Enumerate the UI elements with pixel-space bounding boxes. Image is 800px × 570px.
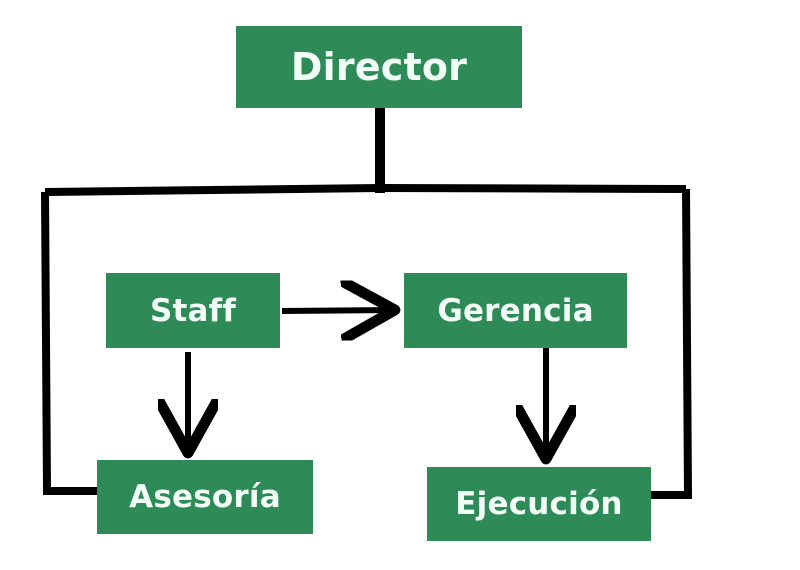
connector-right-to-ejecucion	[651, 188, 693, 499]
connector-left-to-asesoria	[41, 191, 97, 495]
node-asesoria: Asesoría	[97, 460, 313, 534]
node-staff: Staff	[106, 273, 280, 348]
arrow-staff-to-gerencia	[281, 310, 392, 311]
node-gerencia: Gerencia	[404, 273, 627, 348]
connector-top-bar	[44, 184, 687, 196]
node-ejecucion: Ejecución	[427, 467, 651, 541]
node-director: Director	[236, 26, 522, 108]
